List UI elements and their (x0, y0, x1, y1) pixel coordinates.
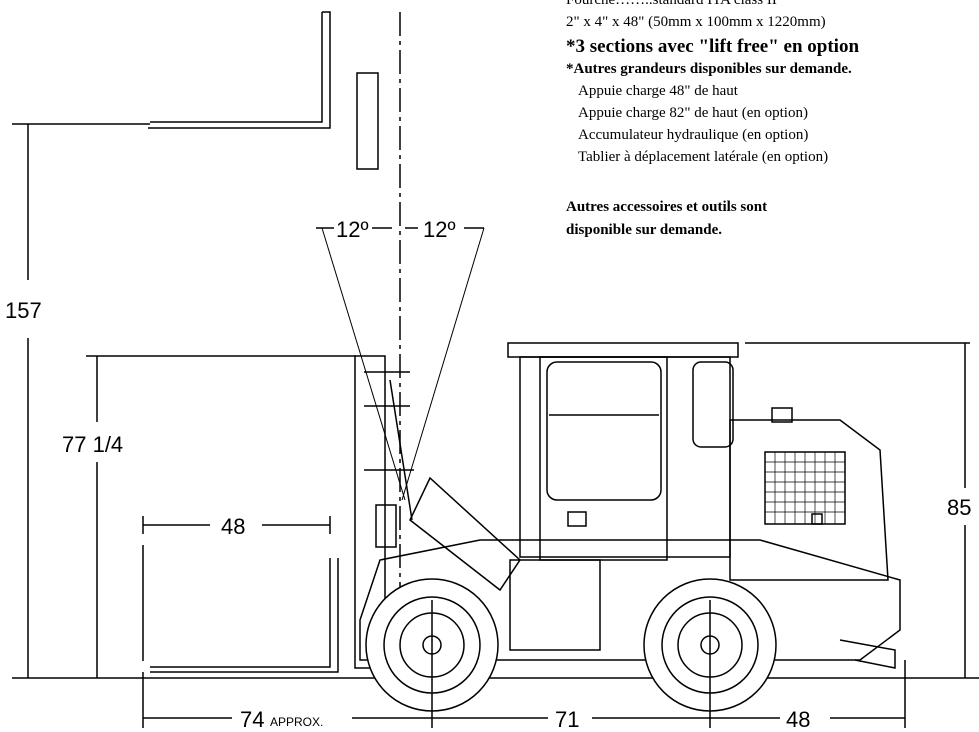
spec-load-back-82: Appuie charge 82" de haut (en option) (578, 105, 808, 121)
exhaust-cap (771, 407, 793, 423)
label-approx: APPROX. (270, 715, 323, 729)
label-front-overhang: 74 (240, 707, 264, 732)
raised-fork (148, 11, 331, 129)
engine-hood (729, 419, 889, 581)
raised-fork-inner (150, 12, 323, 123)
spec-three-sections: *3 sections avec "lift free" en option (566, 36, 860, 57)
label-mast-height: 77 1/4 (62, 432, 123, 457)
carriage-block (375, 504, 397, 548)
label-fork-length: 48 (221, 514, 245, 539)
label-wheelbase: 71 (555, 707, 579, 732)
cab-side-window (692, 361, 734, 448)
rear-step (839, 639, 896, 669)
raised-mast-top (356, 72, 379, 170)
tilt-forward-line (401, 227, 485, 501)
cab-roof (507, 342, 739, 358)
lowered-fork (150, 558, 331, 668)
tilt-boom (409, 476, 521, 592)
drivetrain (509, 559, 601, 651)
cab-door-window (546, 361, 662, 501)
label-rear-length: 48 (786, 707, 810, 732)
label-tilt-back: 12º (336, 217, 369, 242)
lowered-fork-outer (150, 558, 339, 673)
tilt-back-line (321, 227, 406, 501)
spec-other-sizes: *Autres grandeurs disponibles sur demand… (566, 61, 852, 77)
spec-fork-standard: Fourche……..standard ITA class II (566, 0, 777, 8)
label-max-height: 157 (5, 298, 42, 323)
label-tilt-forward: 12º (423, 217, 456, 242)
spec-fork-size: 2" x 4" x 48" (50mm x 100mm x 1220mm) (566, 14, 826, 30)
lift-cylinder (389, 379, 413, 521)
chassis (359, 539, 901, 661)
engine-latch (811, 513, 823, 525)
cab-door (539, 356, 668, 561)
accessories-line-2: disponible sur demande. (566, 222, 723, 238)
accessories-line-1: Autres accessoires et outils sont (566, 199, 768, 215)
spec-side-shift: Tablier à déplacement latérale (en optio… (578, 149, 829, 165)
spec-accumulator: Accumulateur hydraulique (en option) (578, 127, 809, 143)
spec-load-back-48: Appuie charge 48" de haut (578, 83, 738, 99)
grille-pattern (765, 452, 845, 524)
cab-body (519, 356, 731, 558)
label-cab-height: 85 (947, 495, 971, 520)
door-handle (567, 511, 587, 527)
